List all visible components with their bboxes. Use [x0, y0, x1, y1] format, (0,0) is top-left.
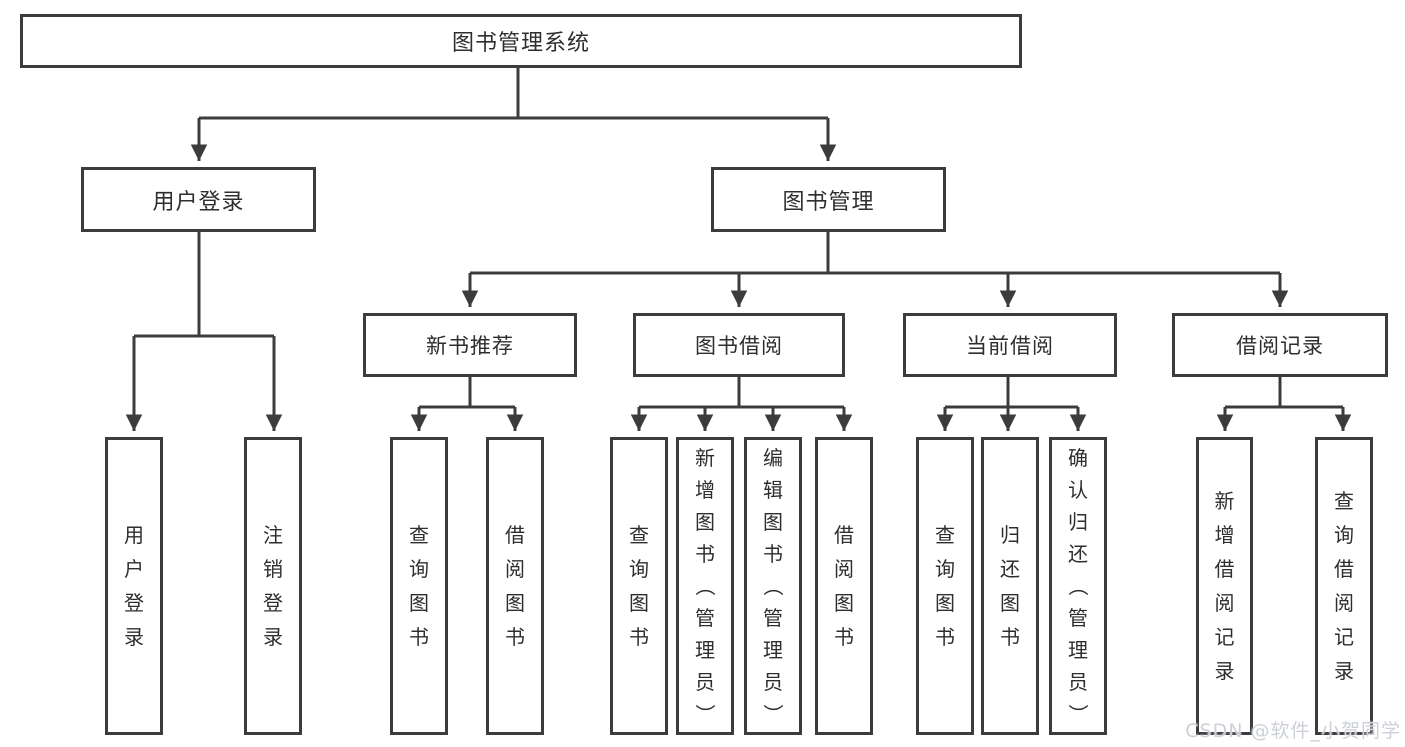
- leaf-recommend-query-books: 查询图书: [390, 437, 448, 735]
- leaf-add-borrow-record: 新增借阅记录: [1196, 437, 1253, 735]
- node-new-book-recommend: 新书推荐: [363, 313, 577, 377]
- leaf-logout: 注销登录: [244, 437, 302, 735]
- leaf-add-books-admin: 新增图书（管理员）: [676, 437, 734, 735]
- leaf-current-query-books: 查询图书: [916, 437, 974, 735]
- node-borrow-records: 借阅记录: [1172, 313, 1388, 377]
- node-user-login: 用户登录: [81, 167, 316, 232]
- leaf-user-login: 用户登录: [105, 437, 163, 735]
- leaf-borrow-books: 借阅图书: [815, 437, 873, 735]
- leaf-confirm-return-admin: 确认归还（管理员）: [1049, 437, 1107, 735]
- node-root-library-system: 图书管理系统: [20, 14, 1022, 68]
- leaf-borrow-query-books: 查询图书: [610, 437, 668, 735]
- leaf-edit-books-admin: 编辑图书（管理员）: [744, 437, 802, 735]
- node-current-borrow: 当前借阅: [903, 313, 1117, 377]
- node-book-borrow: 图书借阅: [633, 313, 845, 377]
- leaf-return-books: 归还图书: [981, 437, 1039, 735]
- node-book-management: 图书管理: [711, 167, 946, 232]
- leaf-query-borrow-record: 查询借阅记录: [1315, 437, 1373, 735]
- csdn-watermark: CSDN @软件_小贺同学: [1185, 720, 1401, 742]
- leaf-recommend-borrow-books: 借阅图书: [486, 437, 544, 735]
